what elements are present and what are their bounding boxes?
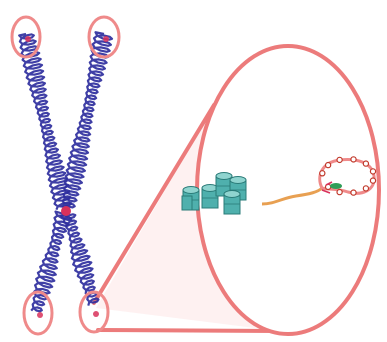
nucleosome-edge xyxy=(182,196,192,210)
telomere-top-left-tip-marker xyxy=(25,36,31,42)
t-loop-bead xyxy=(351,190,356,195)
t-loop-bead xyxy=(326,163,331,168)
shelterin-icon xyxy=(330,183,342,189)
chromatid-upper-left xyxy=(19,34,71,210)
nucleosome-5-top xyxy=(224,191,240,198)
t-loop-bead xyxy=(363,161,368,166)
telomere-bottom-right-tip-marker xyxy=(93,311,99,317)
t-loop-bead xyxy=(363,186,368,191)
t-loop-bead xyxy=(337,190,342,195)
t-loop-bead xyxy=(320,171,325,176)
nucleosome-3-top xyxy=(216,173,232,180)
t-loop-bead xyxy=(370,169,375,174)
t-loop-bead xyxy=(351,157,356,162)
nucleosome-1-top xyxy=(183,187,199,194)
zoom-line-lower xyxy=(98,330,280,331)
telomere-bottom-left-tip-marker xyxy=(37,312,43,318)
t-loop-bead xyxy=(337,157,342,162)
telomere-top-right-tip-marker xyxy=(103,36,109,42)
nucleosome-4-top xyxy=(230,177,246,184)
centromere-icon xyxy=(61,206,71,216)
chromatid-lower-left xyxy=(31,212,71,312)
t-loop-bead xyxy=(370,178,375,183)
nucleosome-5 xyxy=(224,191,240,215)
chromosome xyxy=(19,32,112,311)
